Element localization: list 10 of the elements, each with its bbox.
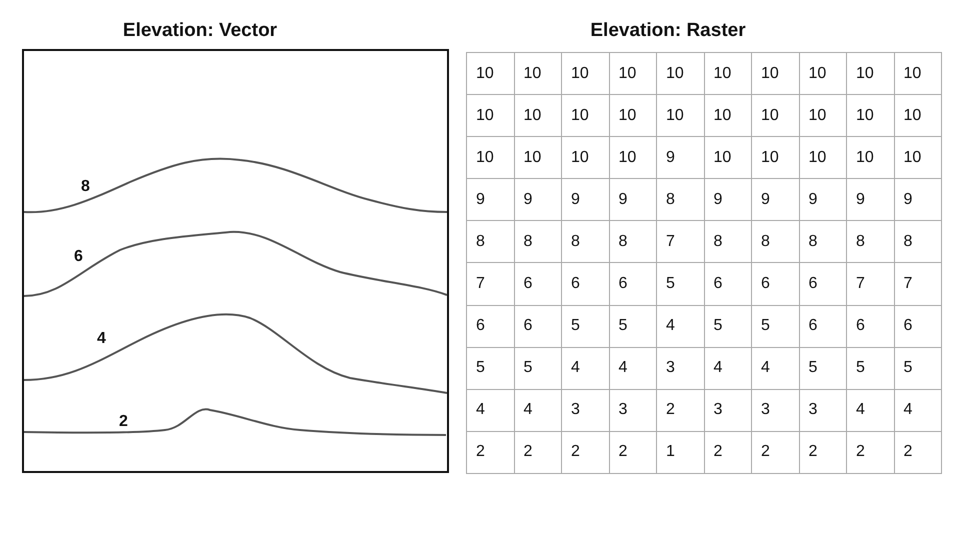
elevation-value: 10 [466,52,514,96]
elevation-value: 10 [894,52,942,96]
contour-label: 4 [97,330,106,348]
panel-heading: Elevation: Raster [590,20,746,42]
elevation-value: 2 [894,430,942,474]
contour-label: 6 [74,248,83,266]
panel-heading: Elevation: Vector [122,20,278,42]
elevation-value: 2 [466,430,514,474]
contour-label: 2 [119,413,128,431]
contour-label: 8 [81,178,90,196]
